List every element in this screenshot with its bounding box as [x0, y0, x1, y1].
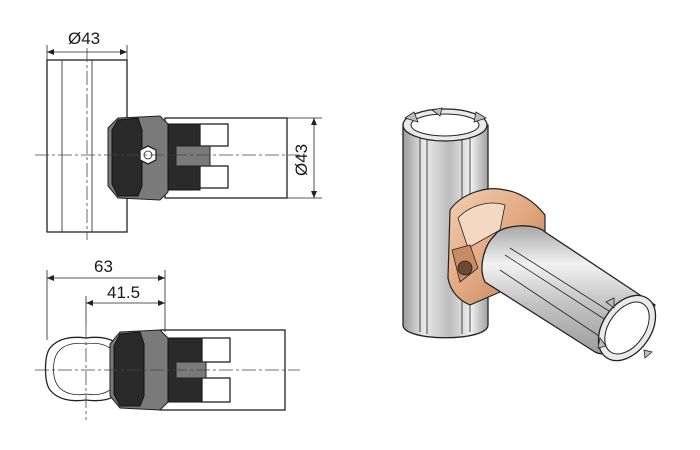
- iso-joint-highlight: [457, 202, 506, 249]
- connector-clamp: [111, 117, 143, 197]
- iso-bolt-icon: [457, 260, 473, 276]
- overall-length-label: 63: [94, 257, 113, 276]
- connector-clamp: [113, 331, 145, 407]
- iso-profile-notches: [404, 107, 487, 123]
- iso-tube-bore: [410, 113, 480, 137]
- offset-length-label: 41.5: [107, 283, 140, 302]
- iso-diagonal-tube-bore: [604, 301, 650, 355]
- connector-tab: [201, 377, 231, 403]
- top-diameter-label: Ø43: [68, 29, 100, 48]
- tube-groove: [509, 247, 621, 319]
- side-diameter-label: Ø43: [292, 144, 311, 176]
- connector-tab: [199, 123, 229, 147]
- top-view: Ø43 Ø43: [35, 29, 322, 240]
- isometric-view: [402, 107, 657, 362]
- connector-slot: [175, 145, 211, 167]
- tube-groove: [504, 254, 613, 325]
- tube-groove: [499, 269, 603, 339]
- connector-tab: [201, 337, 231, 363]
- hex-bolt-icon: [139, 145, 157, 165]
- iso-profile-notches: [597, 297, 653, 359]
- connector-tab: [199, 165, 229, 189]
- bottom-view: 63 41.5: [35, 257, 300, 420]
